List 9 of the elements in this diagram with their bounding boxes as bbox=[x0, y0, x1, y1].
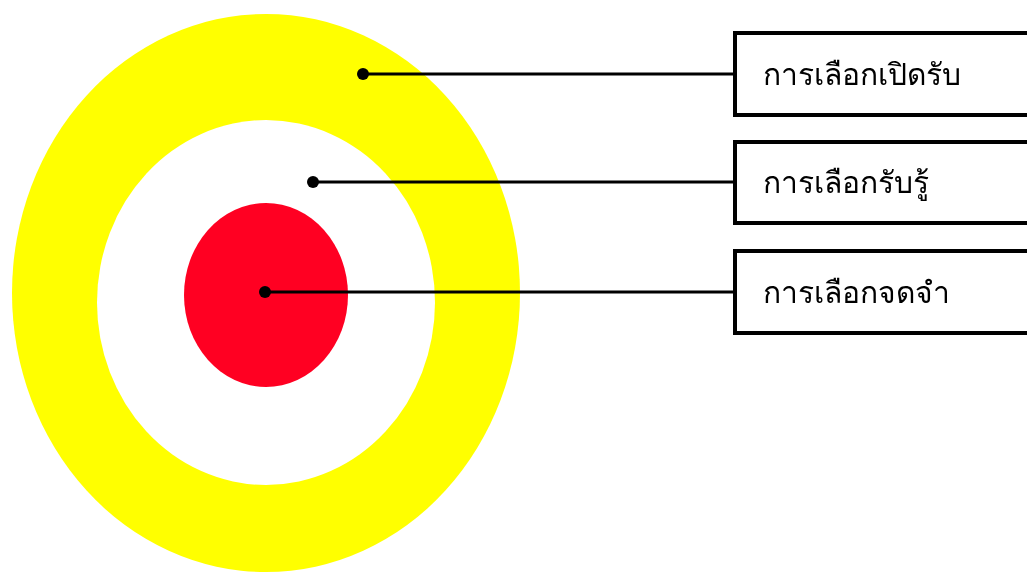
leader-line bbox=[307, 176, 733, 188]
inner-ring bbox=[97, 120, 435, 485]
label-box: การเลือกรับรู้ bbox=[733, 140, 1027, 225]
leader-line bbox=[259, 286, 733, 298]
center-circle bbox=[184, 203, 348, 387]
outer-ring bbox=[12, 14, 520, 572]
leader-line bbox=[357, 68, 733, 80]
label-box: การเลือกเปิดรับ bbox=[733, 31, 1027, 117]
label-box: การเลือกจดจำ bbox=[733, 249, 1027, 335]
